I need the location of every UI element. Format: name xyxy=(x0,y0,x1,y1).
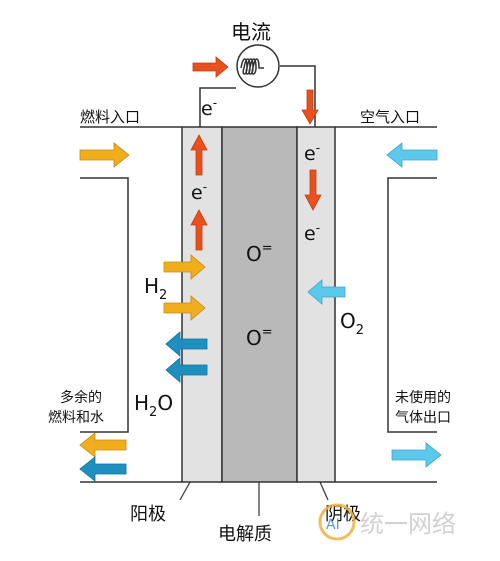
water-arrows xyxy=(79,331,208,482)
fuel-arrows xyxy=(79,142,206,458)
electrolyte-layer xyxy=(221,126,298,483)
circuit-wire-left xyxy=(199,87,236,127)
unused-gas-label-2: 气体出口 xyxy=(395,410,451,426)
text-labels: 电流 燃料入口 空气入口 多余的 燃料和水 未使用的 气体出口 阳极 电解质 阴… xyxy=(48,20,451,545)
electrolyte-label: 电解质 xyxy=(218,524,272,545)
electron-label-cathode-top: e- xyxy=(304,141,320,165)
electron-label-cathode-bottom: e- xyxy=(304,221,320,245)
air-inner-wall xyxy=(387,177,437,433)
water-arrow-icon xyxy=(165,357,208,383)
air-arrows xyxy=(307,142,442,468)
excess-fuel-water-label-2: 燃料和水 xyxy=(48,409,104,426)
species-labels: e- e- e- e- O= O= H2 O2 H2O xyxy=(134,96,364,420)
watermark: AI 统一网络 xyxy=(318,503,456,541)
fuel-inlet-arrow-icon xyxy=(79,142,130,168)
electron-arrows xyxy=(190,56,322,251)
external-circuit xyxy=(199,44,316,127)
cathode-leader xyxy=(319,481,329,501)
fuel-inner-wall xyxy=(80,177,129,433)
water-arrow-icon xyxy=(165,331,208,357)
current-label: 电流 xyxy=(231,20,271,44)
leader-lines xyxy=(179,481,329,516)
watermark-text: 统一网络 xyxy=(360,510,456,538)
excess-fuel-water-label-1: 多余的 xyxy=(60,389,102,406)
oxide-ion-label-upper: O= xyxy=(246,241,273,266)
electron-arrow-right-icon xyxy=(192,56,229,78)
anode-label: 阳极 xyxy=(130,504,166,525)
electron-label-circuit: e- xyxy=(201,96,217,120)
current-meter-icon xyxy=(236,44,280,88)
watermark-badge-text: AI xyxy=(326,517,340,533)
electron-arrow-up-icon xyxy=(190,209,208,251)
excess-fuel-arrow-icon xyxy=(79,432,127,458)
watermark-badge-icon xyxy=(318,503,356,541)
unused-gas-arrow-icon xyxy=(391,442,442,468)
oxide-ion-label-lower: O= xyxy=(246,325,273,350)
electron-arrow-down-icon xyxy=(301,89,319,125)
excess-water-arrow-icon xyxy=(79,456,127,482)
hydrogen-label: H2 xyxy=(144,274,167,303)
coil-icon xyxy=(240,58,264,75)
hydrogen-arrow-icon xyxy=(163,295,206,321)
fuel-inlet-label: 燃料入口 xyxy=(80,108,140,126)
circuit-wire-right xyxy=(280,65,316,127)
cathode-label: 阴极 xyxy=(325,504,361,525)
oxygen-label: O2 xyxy=(340,309,364,338)
anode-leader xyxy=(179,481,191,501)
electron-arrow-up-icon xyxy=(190,134,208,176)
electron-arrow-down-icon xyxy=(304,169,322,211)
oxygen-arrow-icon xyxy=(307,279,346,305)
water-label: H2O xyxy=(134,391,173,420)
channel-walls xyxy=(80,126,437,483)
air-inlet-label: 空气入口 xyxy=(360,108,420,126)
air-inlet-arrow-icon xyxy=(386,142,438,168)
electron-label-anode: e- xyxy=(191,180,207,204)
hydrogen-arrow-icon xyxy=(163,254,206,280)
unused-gas-label-1: 未使用的 xyxy=(395,389,451,406)
